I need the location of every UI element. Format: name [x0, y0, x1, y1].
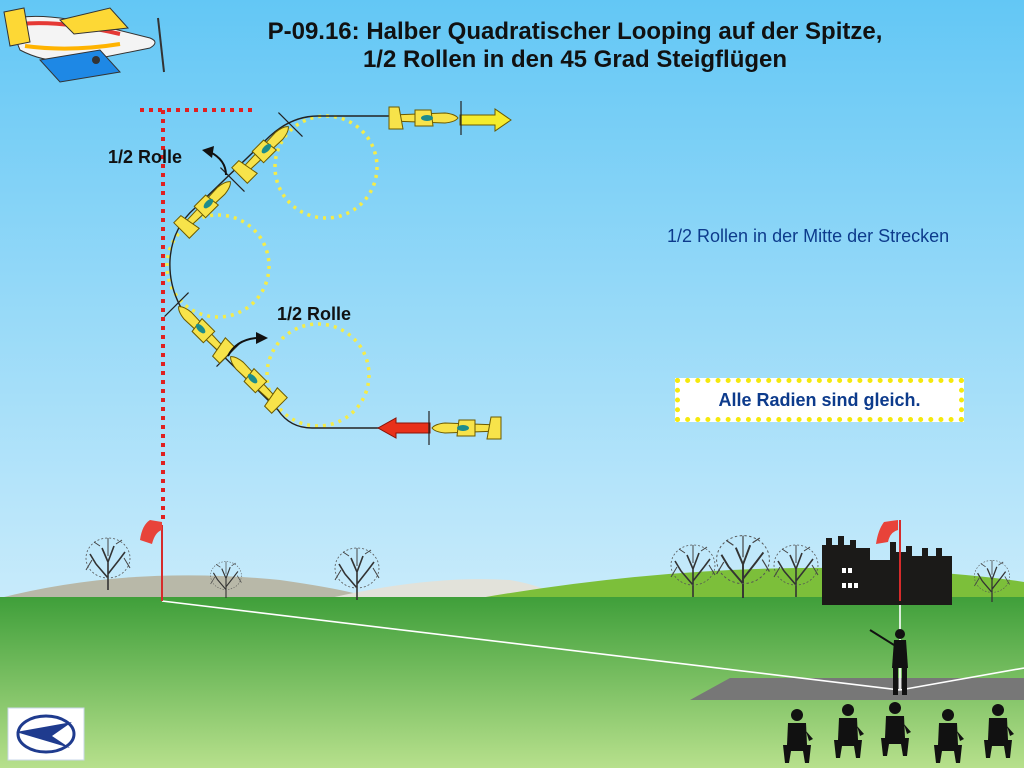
radius-note-text: Alle Radien sind gleich.	[718, 389, 921, 410]
sky-background	[0, 0, 1024, 600]
hill-middle	[330, 579, 560, 598]
aerobatic-plane-logo	[3, 7, 165, 83]
title-line-1: P-09.16: Halber Quadratischer Looping au…	[267, 18, 883, 45]
title-line-2: 1/2 Rollen in den 45 Grad Steigflügen	[362, 46, 788, 73]
castle-ruin	[822, 536, 952, 605]
radius-circles	[165, 114, 379, 428]
roll-arrow-lower-head	[256, 332, 268, 344]
roll-label-lower: 1/2 Rolle	[277, 304, 352, 324]
hill-left	[0, 575, 370, 598]
flag-icon	[140, 520, 162, 544]
flight-path	[169, 115, 430, 429]
roll-arrow-upper-head	[202, 146, 214, 158]
entry-arrow	[376, 417, 431, 439]
page-title: P-09.16: Halber Quadratischer Looping au…	[190, 18, 960, 74]
flag-icon	[876, 520, 898, 544]
roll-arrow-lower	[227, 337, 257, 357]
roll-label-upper: 1/2 Rolle	[108, 147, 183, 167]
pilot-silhouette	[869, 629, 908, 695]
center-rolls-note: 1/2 Rollen in der Mitte der Strecken	[667, 226, 950, 246]
exit-arrow	[459, 108, 512, 132]
runway	[690, 678, 1024, 700]
radius-note-box: Alle Radien sind gleich.	[675, 378, 964, 422]
center-line	[140, 108, 255, 520]
faa-logo	[7, 707, 85, 761]
